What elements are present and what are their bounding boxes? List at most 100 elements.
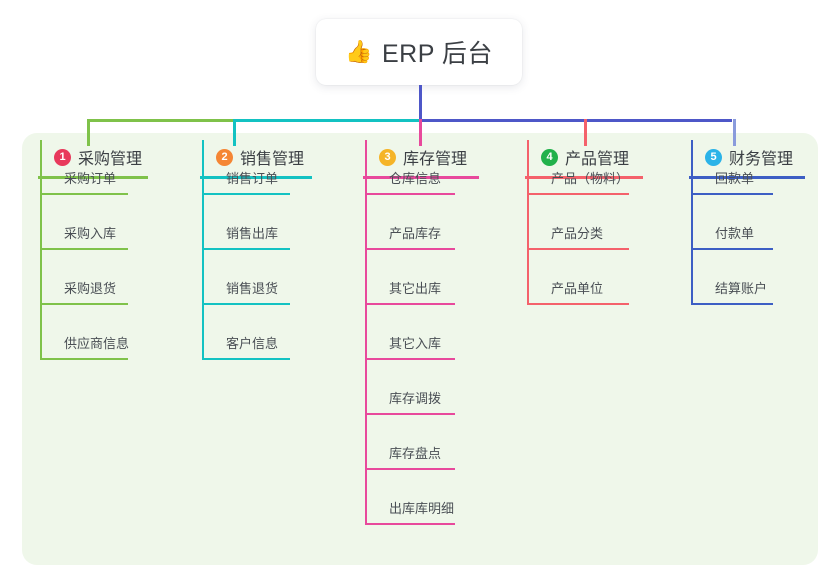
item-label: 其它入库 xyxy=(389,336,442,351)
list-item[interactable]: 销售出库 xyxy=(200,195,312,250)
column-badge-4: 4 xyxy=(541,148,558,166)
item-label: 产品库存 xyxy=(389,226,442,241)
column-rule-3 xyxy=(363,176,479,179)
item-label: 产品（物料） xyxy=(551,171,630,186)
item-rule xyxy=(365,523,455,525)
list-item[interactable]: 销售退货 xyxy=(200,250,312,305)
item-connector xyxy=(365,415,367,470)
item-label: 结算账户 xyxy=(715,281,768,296)
root-title-text: ERP 后台 xyxy=(382,40,493,68)
list-item[interactable]: 付款单 xyxy=(689,195,805,250)
item-connector xyxy=(202,140,204,195)
root-node-card[interactable]: 👍 ERP 后台 xyxy=(316,19,522,85)
item-rule xyxy=(691,193,773,195)
item-connector xyxy=(40,140,42,195)
column-title-3: 库存管理 xyxy=(403,151,468,168)
column-title-1: 采购管理 xyxy=(78,151,143,168)
item-rule xyxy=(691,303,773,305)
column-items-3: 仓库信息产品库存其它出库其它入库库存调拨库存盘点出库库明细 xyxy=(363,140,479,525)
item-connector xyxy=(40,195,42,250)
list-item[interactable]: 仓库信息 xyxy=(363,140,479,195)
item-rule xyxy=(40,193,128,195)
list-item[interactable]: 产品分类 xyxy=(525,195,643,250)
item-label: 采购退货 xyxy=(64,281,117,296)
column-items-5: 回款单付款单结算账户 xyxy=(689,140,805,305)
item-label: 仓库信息 xyxy=(389,171,442,186)
item-rule xyxy=(527,248,629,250)
item-rule xyxy=(365,358,455,360)
column-header-1[interactable]: 1 采购管理 xyxy=(38,146,148,168)
item-connector xyxy=(527,195,529,250)
item-label: 供应商信息 xyxy=(64,336,130,351)
item-rule xyxy=(365,303,455,305)
list-item[interactable]: 采购订单 xyxy=(38,140,148,195)
list-item[interactable]: 其它入库 xyxy=(363,305,479,360)
item-label: 采购订单 xyxy=(64,171,117,186)
item-rule xyxy=(202,303,290,305)
column-items-2: 销售订单销售出库销售退货客户信息 xyxy=(200,140,312,360)
item-connector xyxy=(691,140,693,195)
item-label: 库存盘点 xyxy=(389,446,442,461)
column-title-5: 财务管理 xyxy=(729,151,794,168)
item-connector xyxy=(40,305,42,360)
root-connector-stem xyxy=(419,85,422,119)
item-connector xyxy=(527,140,529,195)
list-item[interactable]: 产品单位 xyxy=(525,250,643,305)
list-item[interactable]: 产品库存 xyxy=(363,195,479,250)
list-item[interactable]: 结算账户 xyxy=(689,250,805,305)
column-rule-2 xyxy=(200,176,312,179)
column-rule-4 xyxy=(525,176,643,179)
column-4: 4 产品管理产品（物料） 产品分类产品单位 xyxy=(525,140,643,305)
item-rule xyxy=(40,248,128,250)
column-1: 1 采购管理采购订单采购入库采购退货供应商信息 xyxy=(38,140,148,360)
list-item[interactable]: 供应商信息 xyxy=(38,305,148,360)
column-rule-1 xyxy=(38,176,148,179)
column-rule-5 xyxy=(689,176,805,179)
item-connector xyxy=(365,470,367,525)
list-item[interactable]: 客户信息 xyxy=(200,305,312,360)
list-item[interactable]: 销售订单 xyxy=(200,140,312,195)
item-rule xyxy=(202,248,290,250)
item-label: 销售订单 xyxy=(226,171,279,186)
column-header-4[interactable]: 4 产品管理 xyxy=(525,146,643,168)
list-item[interactable]: 库存盘点 xyxy=(363,415,479,470)
trunk-blue xyxy=(419,119,732,122)
list-item[interactable]: 采购入库 xyxy=(38,195,148,250)
list-item[interactable]: 库存调拨 xyxy=(363,360,479,415)
list-item[interactable]: 其它出库 xyxy=(363,250,479,305)
item-connector xyxy=(365,305,367,360)
list-item[interactable]: 出库库明细 xyxy=(363,470,479,525)
column-badge-3: 3 xyxy=(379,148,396,166)
column-items-1: 采购订单采购入库采购退货供应商信息 xyxy=(38,140,148,360)
item-rule xyxy=(365,248,455,250)
list-item[interactable]: 产品（物料） xyxy=(525,140,643,195)
item-label: 出库库明细 xyxy=(389,501,455,516)
column-title-4: 产品管理 xyxy=(565,151,630,168)
item-connector xyxy=(40,250,42,305)
item-connector xyxy=(202,305,204,360)
item-label: 产品分类 xyxy=(551,226,604,241)
column-badge-2: 2 xyxy=(216,148,233,166)
trunk-green xyxy=(87,119,233,122)
item-label: 销售退货 xyxy=(226,281,279,296)
root-node-title: 👍 ERP 后台 xyxy=(345,34,493,70)
item-connector xyxy=(691,250,693,305)
list-item[interactable]: 回款单 xyxy=(689,140,805,195)
item-rule xyxy=(527,193,629,195)
column-badge-1: 1 xyxy=(54,148,71,166)
column-drop-3 xyxy=(419,119,422,146)
column-drop-2 xyxy=(233,119,236,146)
list-item[interactable]: 采购退货 xyxy=(38,250,148,305)
item-connector xyxy=(365,140,367,195)
item-connector xyxy=(365,360,367,415)
item-label: 付款单 xyxy=(715,226,755,241)
item-rule xyxy=(40,358,128,360)
column-header-3[interactable]: 3 库存管理 xyxy=(363,146,479,168)
diagram-panel xyxy=(22,133,818,565)
column-drop-1 xyxy=(87,119,90,146)
column-drop-5 xyxy=(733,119,736,146)
